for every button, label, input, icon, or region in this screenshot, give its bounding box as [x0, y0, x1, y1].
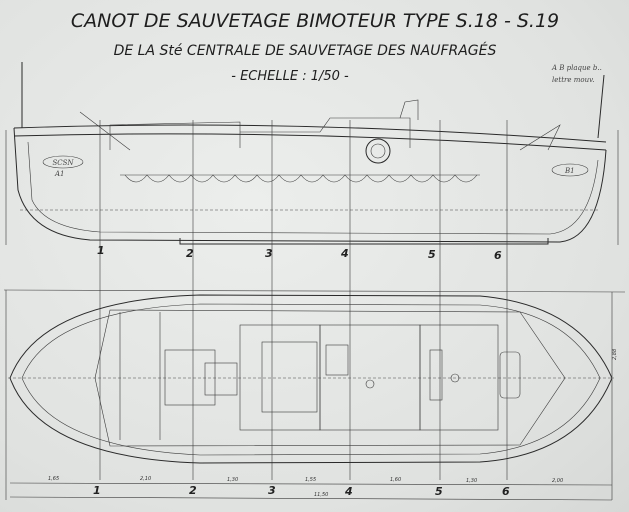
dim-segment: 1,30 — [227, 477, 238, 483]
station-label: 4 — [344, 485, 353, 498]
station-label: 5 — [428, 248, 436, 261]
bow-badge-text: SCSN — [52, 159, 74, 167]
bow-badge — [42, 155, 84, 169]
plan-view: 2,88 — [3, 289, 626, 500]
beam-dimension: 2,88 — [612, 349, 618, 360]
hull-plan-outline — [9, 294, 613, 464]
title-line-2: DE LA Sté CENTRALE DE SAUVETAGE DES NAUF… — [114, 42, 497, 59]
station-label: 3 — [265, 247, 273, 260]
gunwale-line — [13, 124, 607, 143]
station-labels-top: 1 2 3 4 5 6 — [97, 244, 502, 262]
station-label: 5 — [435, 485, 443, 498]
dim-segment: 1,55 — [305, 477, 316, 483]
dim-segment: 2,00 — [552, 478, 563, 484]
handwritten-note-1: A B plaque b.. — [551, 64, 602, 72]
life-ring — [365, 138, 391, 164]
station-lines — [99, 120, 508, 480]
station-label: 3 — [268, 484, 276, 497]
stern-code: B1 — [564, 167, 575, 175]
station-label: 6 — [494, 249, 502, 262]
station-label: 4 — [340, 247, 349, 260]
title-line-1: CANOT DE SAUVETAGE BIMOTEUR TYPE S.18 - … — [71, 10, 559, 32]
station-labels-bottom: 1 2 3 4 5 6 — [93, 484, 510, 498]
station-label: 2 — [189, 484, 197, 497]
dim-total: 11,50 — [314, 492, 328, 498]
dim-segment: 2,10 — [140, 476, 151, 482]
dimension-chain: 1,65 2,10 1,30 1,55 1,60 1,30 2,00 11,50 — [9, 476, 613, 501]
handwritten-note-2: lettre mouv. — [552, 76, 594, 84]
stern-mast — [597, 74, 605, 139]
hull-outline — [13, 127, 607, 243]
bow-code: A1 — [54, 170, 65, 178]
station-label: 2 — [186, 247, 194, 260]
station-label: 1 — [97, 244, 105, 257]
dim-segment: 1,65 — [48, 476, 59, 482]
keel — [179, 238, 549, 245]
dim-segment: 1,30 — [466, 478, 477, 484]
scale-label: - ECHELLE : 1/50 - — [231, 69, 349, 84]
dim-segment: 1,60 — [390, 477, 401, 483]
side-elevation: SCSN A1 B1 — [5, 62, 619, 245]
station-label: 1 — [93, 484, 101, 497]
station-label: 6 — [502, 485, 510, 498]
